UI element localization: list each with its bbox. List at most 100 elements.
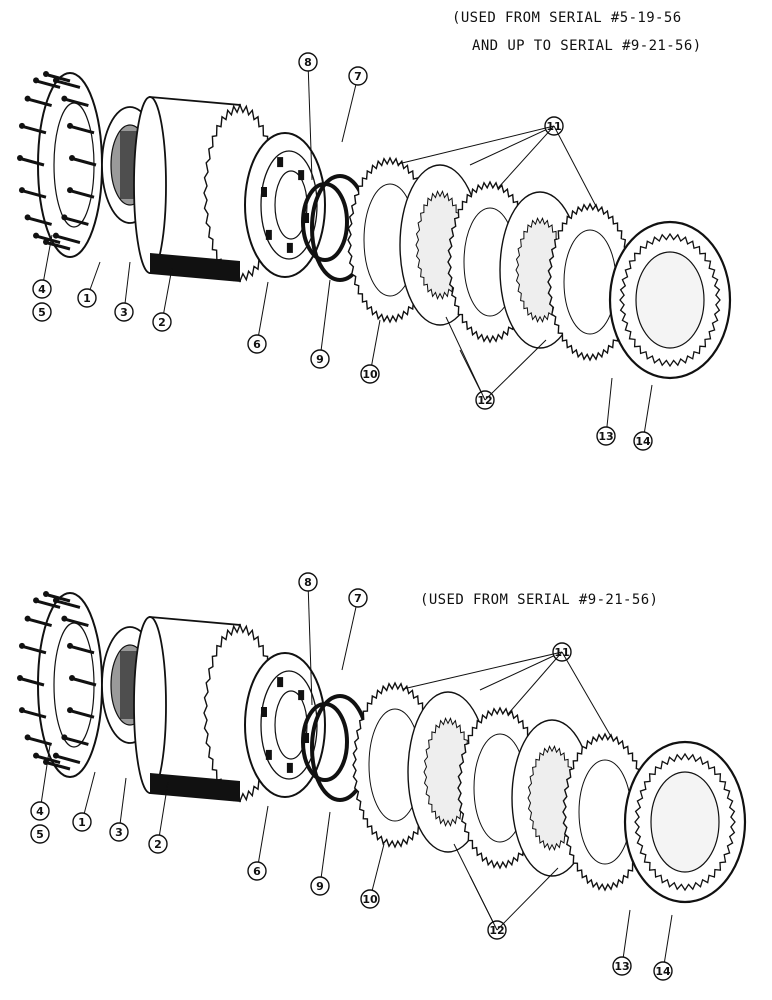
serial-caption: (USED FROM SERIAL #9-21-56) <box>420 592 659 608</box>
callout-circle <box>148 834 168 854</box>
piston-spoke <box>277 677 284 688</box>
callout-number: 1 <box>83 292 91 305</box>
bolt-head <box>43 71 49 77</box>
bolt-head <box>52 752 59 759</box>
leader-line <box>256 281 269 345</box>
callout-circle <box>298 52 318 72</box>
assembly-parts <box>17 591 747 904</box>
callout-circle <box>109 822 129 842</box>
bolt <box>57 79 81 89</box>
leader-line-12 <box>496 867 559 931</box>
bolt <box>47 73 71 83</box>
bolt <box>37 755 61 765</box>
piston-spoke <box>265 749 272 760</box>
callout-circle <box>72 812 92 832</box>
leader-line <box>157 781 169 845</box>
callout-circle <box>596 426 616 446</box>
leader-line <box>307 581 313 706</box>
bolt <box>57 235 81 245</box>
callout-circle <box>612 956 632 976</box>
piston-spoke <box>303 213 310 224</box>
callout-circle <box>30 801 50 821</box>
bolt-head <box>24 95 31 102</box>
callout-circle <box>360 889 380 909</box>
drum-front-face <box>133 616 167 794</box>
drum-front-face <box>133 96 167 274</box>
leader-line <box>479 651 563 691</box>
bolt <box>37 599 61 609</box>
bolt <box>47 593 71 603</box>
bolt <box>65 736 89 746</box>
ring-gear-internal-teeth <box>619 232 721 368</box>
leader-line-11 <box>497 125 555 189</box>
bolt-head <box>69 155 75 161</box>
bolt <box>71 125 95 135</box>
bolt-head <box>67 707 74 714</box>
callout-number: 7 <box>354 592 362 605</box>
bolt <box>57 599 81 609</box>
bolt <box>65 618 89 628</box>
callout-number: 5 <box>36 828 44 841</box>
bolt-head <box>17 155 23 161</box>
bolt-head <box>69 675 75 681</box>
ring-gear-bore <box>635 251 705 349</box>
callout-circle <box>653 961 673 981</box>
callout-number: 6 <box>253 865 261 878</box>
callout-circle <box>310 349 330 369</box>
callout-number: 10 <box>362 368 378 381</box>
callout-number: 12 <box>477 394 492 407</box>
bolt-head <box>18 707 25 714</box>
bolt <box>73 677 97 687</box>
callout-number: 14 <box>655 965 671 978</box>
callout-number: 14 <box>635 435 651 448</box>
piston-spoke <box>298 690 305 701</box>
clutch-plate-external-teeth <box>562 732 648 892</box>
bolt-head <box>43 591 49 597</box>
callout-number: 13 <box>598 430 613 443</box>
leader-line <box>39 744 51 812</box>
bolt <box>37 79 61 89</box>
bolt <box>47 761 71 771</box>
leader-line <box>319 279 331 360</box>
callout-number: 2 <box>158 316 166 329</box>
bolt <box>29 736 53 746</box>
bolt <box>47 241 71 251</box>
bolt <box>29 618 53 628</box>
callout-circle <box>633 431 653 451</box>
leader-line <box>341 597 359 671</box>
leader-line-12 <box>484 339 547 401</box>
leader-line-11 <box>561 651 614 741</box>
bolt <box>23 645 47 655</box>
bolt-head <box>67 187 74 194</box>
callout-number: 6 <box>253 338 261 351</box>
ring-gear-bore <box>650 771 720 873</box>
leader-line-12 <box>445 316 486 401</box>
piston-web <box>260 670 318 780</box>
bolt-head <box>18 642 25 649</box>
bolt <box>71 189 95 199</box>
callout-number: 5 <box>38 306 46 319</box>
piston-spoke <box>265 229 272 240</box>
callout-circle <box>348 66 368 86</box>
bolt <box>29 216 53 226</box>
callout-number: 8 <box>304 56 312 69</box>
callout-number: 9 <box>316 880 324 893</box>
callout-circle <box>310 876 330 896</box>
bolt <box>23 125 47 135</box>
bolt-head <box>17 675 23 681</box>
callout-number: 7 <box>354 70 362 83</box>
bolt-head <box>52 77 59 84</box>
callout-circle <box>348 588 368 608</box>
callout-number: 4 <box>38 283 46 296</box>
drum-shadow-band <box>150 773 240 801</box>
bolt-head <box>61 734 68 741</box>
callout-number: 13 <box>614 960 629 973</box>
callout-circle <box>30 824 50 844</box>
callout-circle <box>32 302 52 322</box>
piston-spoke <box>277 157 284 168</box>
bolt-head <box>33 232 40 239</box>
bolt <box>23 709 47 719</box>
callout-circle <box>247 861 267 881</box>
